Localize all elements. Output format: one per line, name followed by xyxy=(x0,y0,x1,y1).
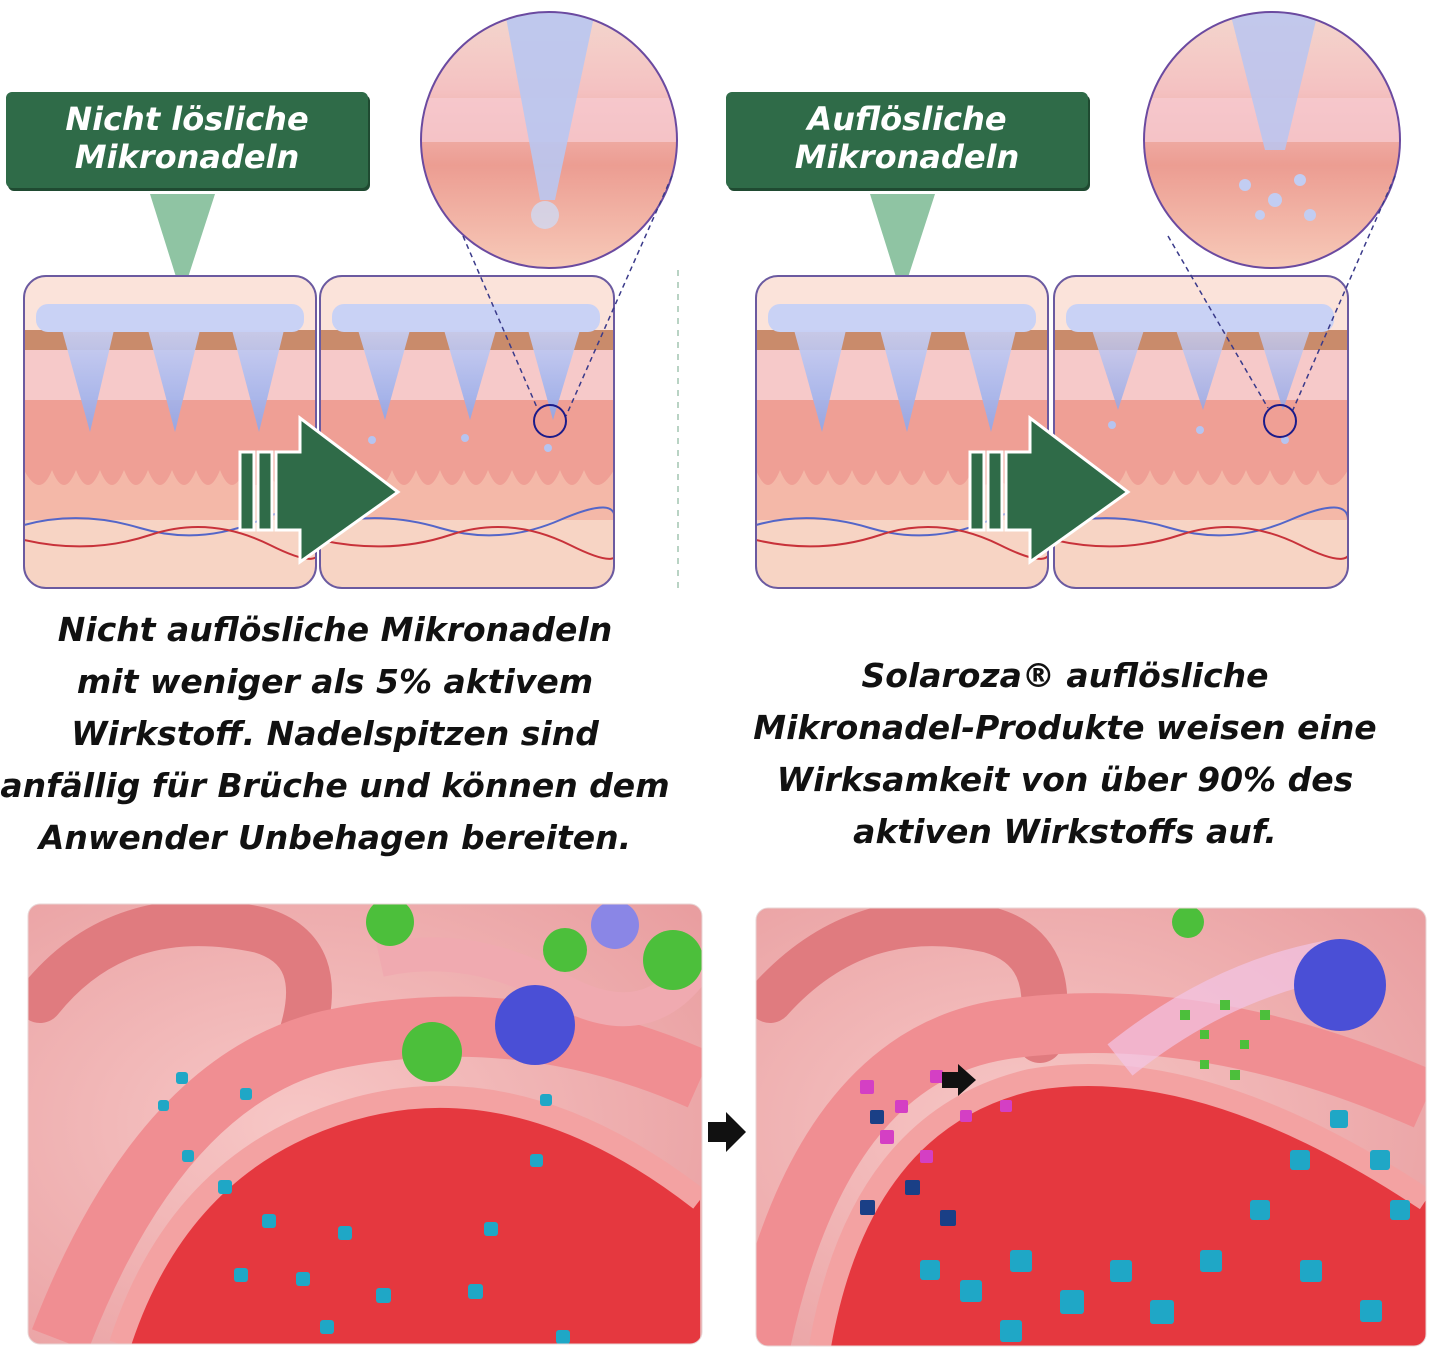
left-skin-panel-after xyxy=(320,276,614,588)
right-transition-arrow xyxy=(968,414,1131,565)
left-caption-line: anfällig für Brüche und können dem xyxy=(0,766,670,805)
right-caption-line: Wirksamkeit von über 90% des xyxy=(776,760,1354,799)
left-caption-line: Wirkstoff. Nadelspitzen sind xyxy=(71,714,599,753)
left-zoom-circle xyxy=(420,11,678,269)
right-skin-panel-after xyxy=(1054,276,1348,588)
left-zoom-target xyxy=(533,404,567,438)
right-zoom-line-1 xyxy=(1167,235,1269,409)
left-tissue-illustration xyxy=(28,904,702,1344)
right-zoom-target xyxy=(1263,404,1297,438)
left-label-box: Nicht lösliche Mikronadeln xyxy=(6,92,368,188)
right-panel-frame-2 xyxy=(1053,275,1349,589)
left-caption-line: Anwender Unbehagen bereiten. xyxy=(38,818,632,857)
right-caption-line: Solaroza® auflösliche xyxy=(861,656,1269,695)
right-zoom-line-2 xyxy=(1291,175,1396,413)
right-label-line-1: Auflösliche xyxy=(807,100,1007,138)
left-label-pointer xyxy=(150,194,215,296)
left-caption-line: Nicht auflösliche Mikronadeln xyxy=(57,610,613,649)
right-zoom-circle xyxy=(1143,11,1401,269)
left-caption-line: mit weniger als 5% aktivem xyxy=(76,662,594,701)
center-small-arrow xyxy=(708,1112,746,1152)
right-caption-line: aktiven Wirkstoffs auf. xyxy=(853,812,1277,851)
right-label-pointer xyxy=(870,194,935,296)
left-zoom-line-2 xyxy=(565,175,673,417)
left-zoom-line-1 xyxy=(462,235,539,411)
left-caption: Nicht auflösliche Mikronadeln mit wenige… xyxy=(0,604,670,864)
right-tissue-illustration xyxy=(756,908,1426,1346)
left-skin-panel-before xyxy=(24,276,316,588)
right-illustration-frame xyxy=(755,907,1427,1347)
right-caption: Solaroza® auflösliche Mikronadel-Produkt… xyxy=(730,650,1400,858)
right-caption-line: Mikronadel-Produkte weisen eine xyxy=(753,708,1377,747)
right-label-line-2: Mikronadeln xyxy=(794,138,1020,176)
right-label-box: Auflösliche Mikronadeln xyxy=(726,92,1088,188)
left-illustration-frame xyxy=(27,903,703,1345)
left-label-line-2: Mikronadeln xyxy=(74,138,300,176)
left-label-line-1: Nicht lösliche xyxy=(65,100,309,138)
right-skin-panel-before xyxy=(756,276,1048,588)
left-transition-arrow xyxy=(238,414,401,565)
